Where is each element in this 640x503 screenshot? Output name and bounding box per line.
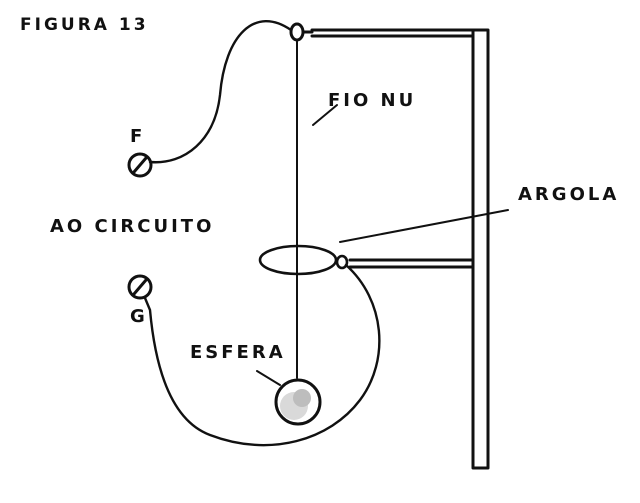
argola-leader (339, 209, 509, 243)
esfera-leader (256, 370, 281, 386)
wire-to-terminal-f (148, 19, 293, 164)
middle-arm (348, 258, 475, 269)
ring-knot (335, 254, 349, 270)
figure-title: FIGURA 13 (20, 15, 149, 35)
support-frame (310, 28, 490, 470)
esfera-label: ESFERA (190, 342, 286, 363)
wire-to-terminal-g (143, 263, 381, 447)
fio-nu-label: FIO NU (328, 90, 416, 111)
argola-label: ARGOLA (518, 184, 619, 205)
top-arm (310, 28, 475, 38)
terminal-g-label: G (130, 306, 148, 327)
ao-circuito-label: AO CIRCUITO (50, 216, 214, 237)
fio-nu-leader (312, 104, 338, 126)
terminal-g-screw (127, 274, 153, 300)
top-knot (289, 22, 305, 42)
sphere (274, 378, 322, 426)
support-post (471, 28, 490, 470)
terminal-f-label: F (130, 126, 145, 147)
terminal-f-screw (127, 152, 153, 178)
